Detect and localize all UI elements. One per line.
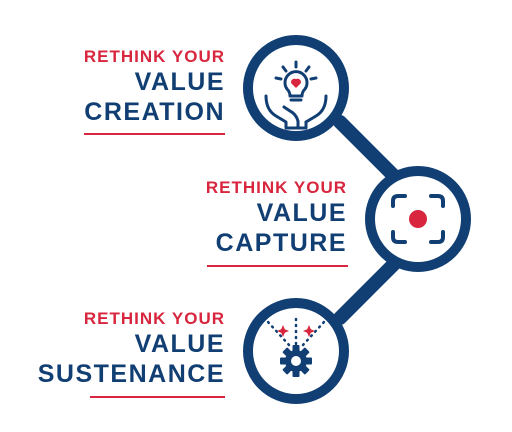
step-sustenance-line1: RETHINK YOUR (83, 309, 225, 328)
step-sustenance-line2: VALUE (134, 330, 225, 358)
step-capture-underline (207, 265, 348, 267)
lightbulb-hands-heart-icon (264, 60, 328, 130)
step-sustenance-underline (90, 396, 225, 398)
step-creation-line2: VALUE (134, 68, 225, 96)
step-creation-line3: CREATION (84, 98, 225, 126)
step-creation-underline (84, 133, 225, 135)
connector-top (333, 115, 401, 183)
circle-creation (243, 35, 349, 141)
step-sustenance-line3: SUSTENANCE (37, 360, 225, 388)
step-capture-line1: RETHINK YOUR (205, 178, 347, 197)
connector-bottom (333, 257, 401, 325)
camera-focus-target-icon (391, 194, 445, 244)
step-capture-label: RETHINK YOUR VALUE CAPTURE (206, 178, 347, 258)
step-capture-line2: VALUE (256, 199, 347, 227)
gear-sparkle-icon (266, 316, 326, 377)
step-sustenance-label: RETHINK YOUR VALUE SUSTENANCE (38, 309, 225, 389)
step-creation-label: RETHINK YOUR VALUE CREATION (84, 47, 225, 127)
step-capture-line3: CAPTURE (215, 229, 347, 257)
step-creation-line1: RETHINK YOUR (83, 47, 225, 66)
